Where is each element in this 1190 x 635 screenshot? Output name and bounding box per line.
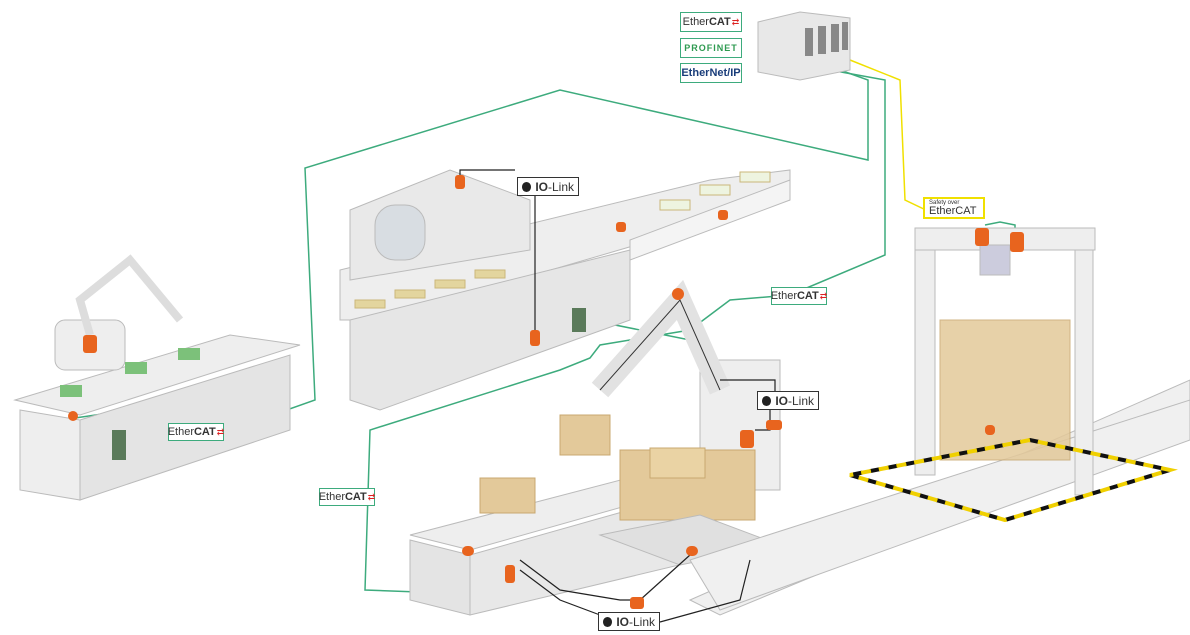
sensor bbox=[505, 565, 515, 583]
sensor bbox=[672, 288, 684, 300]
sensor bbox=[686, 546, 698, 556]
label-text: PROFINET bbox=[684, 43, 738, 53]
sensor bbox=[718, 210, 728, 220]
profinet-logo: PROFINET bbox=[680, 38, 742, 58]
sensor bbox=[766, 420, 782, 430]
label-text-bold: IO bbox=[535, 179, 548, 194]
label-text: Ether bbox=[682, 16, 709, 28]
sensor bbox=[1010, 232, 1024, 252]
packaging-machine bbox=[339, 169, 791, 411]
io-link-label: IO-Link bbox=[757, 391, 819, 410]
sensor bbox=[462, 546, 474, 556]
sensor bbox=[68, 411, 78, 421]
label-text: EtherNet/IP bbox=[681, 67, 741, 79]
arrow-icon: ⇄ bbox=[367, 491, 376, 502]
label-text-bold: CAT bbox=[344, 491, 367, 503]
label-text: -Link bbox=[547, 179, 574, 194]
io-link-label: IO-Link bbox=[598, 612, 660, 631]
arrow-icon: ⇄ bbox=[216, 426, 225, 437]
safety-line bbox=[849, 59, 931, 213]
wrapping-gantry bbox=[849, 227, 1171, 523]
label-text-bold: CAT bbox=[193, 426, 216, 438]
arrow-icon: ⇄ bbox=[819, 290, 828, 301]
label-text-bold: IO bbox=[775, 393, 788, 408]
sensor bbox=[616, 222, 626, 232]
label-text-bold: IO bbox=[616, 614, 629, 629]
io-link-icon bbox=[603, 616, 613, 627]
sensors bbox=[68, 175, 1024, 609]
label-text: Ether bbox=[318, 491, 345, 503]
label-text-bold: CAT bbox=[796, 290, 819, 302]
label-text: -Link bbox=[787, 393, 814, 408]
label-text-bold: CAT bbox=[708, 16, 731, 28]
sensor bbox=[985, 425, 995, 435]
sensor bbox=[740, 430, 754, 448]
ethernet-ip-logo: EtherNet/IP bbox=[680, 63, 742, 83]
sensor bbox=[630, 597, 644, 609]
safety-over-ethercat-label: Safety over EtherCAT bbox=[923, 197, 985, 219]
io-link-label: IO-Link bbox=[517, 177, 579, 196]
label-text: Ether bbox=[770, 290, 797, 302]
io-link-icon bbox=[762, 395, 772, 406]
sensor bbox=[83, 335, 97, 353]
label-text: EtherCAT bbox=[929, 204, 977, 217]
io-link-icon bbox=[522, 181, 532, 192]
sensor bbox=[455, 175, 465, 189]
label-text: -Link bbox=[628, 614, 655, 629]
sensor bbox=[530, 330, 540, 346]
sensor bbox=[975, 228, 989, 246]
arrow-icon: ⇄ bbox=[731, 16, 740, 27]
infeed-conveyor bbox=[409, 447, 782, 616]
pick-place-station bbox=[13, 254, 301, 501]
label-text: Safety over bbox=[929, 199, 960, 206]
controller-cabinet bbox=[757, 11, 851, 81]
label-text: Ether bbox=[167, 426, 194, 438]
